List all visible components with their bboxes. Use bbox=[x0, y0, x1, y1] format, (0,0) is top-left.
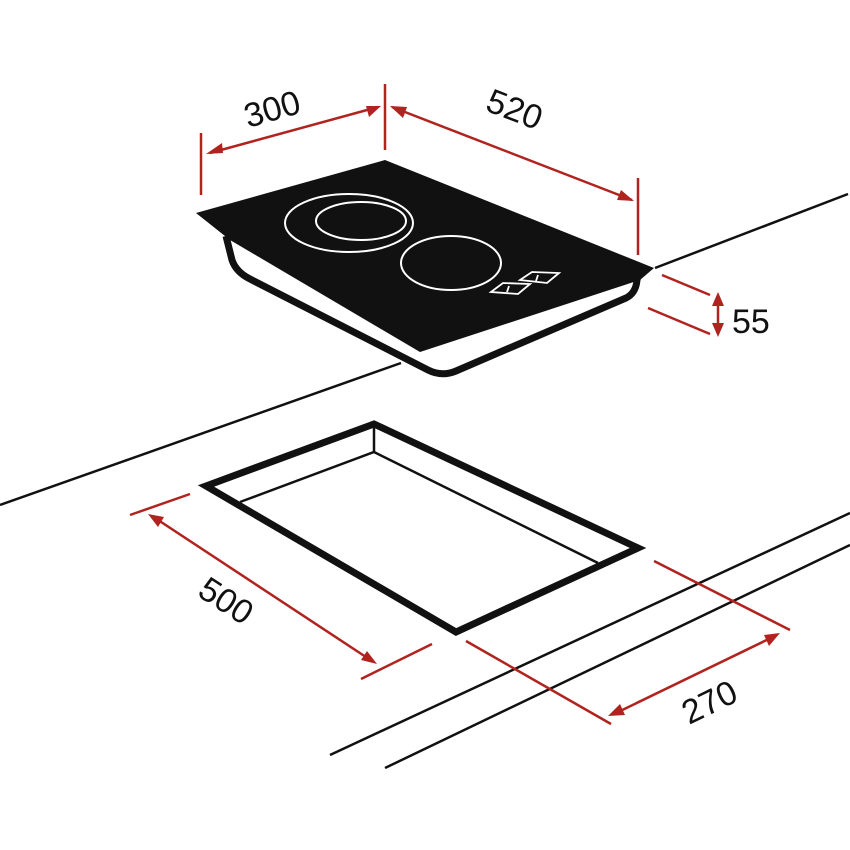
arrow-head-icon bbox=[764, 633, 780, 646]
extension-line-270-right bbox=[653, 559, 791, 632]
dimension-label-55: 55 bbox=[732, 303, 770, 341]
dimension-line-520 bbox=[391, 105, 633, 202]
control-button-2-mark bbox=[535, 274, 539, 282]
control-button-1 bbox=[488, 282, 533, 295]
arrow-head-icon bbox=[148, 514, 164, 527]
extension-line-270-left bbox=[465, 639, 612, 726]
countertop-back-edge-left bbox=[0, 361, 402, 507]
arrow-head-icon bbox=[206, 143, 223, 154]
hob-glass-top bbox=[196, 160, 654, 352]
countertop-cutout bbox=[197, 420, 647, 636]
arrow-head-icon bbox=[361, 651, 377, 664]
dimension-line-270 bbox=[613, 634, 776, 716]
cooking-zone-outer-ring bbox=[284, 193, 414, 253]
cooking-zone-inner-ring bbox=[315, 201, 407, 241]
dimension-line-500 bbox=[151, 514, 373, 663]
countertop-front-edge-lower bbox=[384, 543, 850, 770]
extension-line-500-bottom bbox=[360, 642, 433, 681]
cutout-outer-edge bbox=[197, 420, 647, 636]
dimension-line-300 bbox=[209, 105, 379, 155]
arrow-head-icon bbox=[712, 323, 724, 337]
arrow-head-icon bbox=[366, 106, 381, 117]
countertop-edges bbox=[0, 192, 850, 770]
dimension-label-520: 520 bbox=[481, 82, 548, 138]
control-button-1-mark bbox=[506, 285, 510, 293]
extension-line-55-bottom bbox=[647, 306, 711, 336]
dimension-label-270: 270 bbox=[676, 673, 744, 732]
dimension-label-300: 300 bbox=[240, 84, 305, 136]
countertop-front-edge-upper bbox=[329, 511, 850, 757]
extension-line-500-top bbox=[129, 492, 191, 517]
countertop-back-edge-right bbox=[654, 192, 849, 270]
extension-line-55-top bbox=[661, 273, 711, 297]
arrow-head-icon bbox=[617, 190, 634, 201]
touch-controls bbox=[488, 271, 562, 295]
cooking-zone-single bbox=[400, 235, 502, 291]
arrow-head-icon bbox=[390, 106, 407, 118]
dimension-lines bbox=[129, 84, 791, 726]
hob-appliance bbox=[196, 160, 654, 378]
arrow-head-icon bbox=[608, 704, 625, 716]
arrow-head-icon bbox=[712, 292, 724, 306]
control-button-2 bbox=[517, 271, 562, 284]
